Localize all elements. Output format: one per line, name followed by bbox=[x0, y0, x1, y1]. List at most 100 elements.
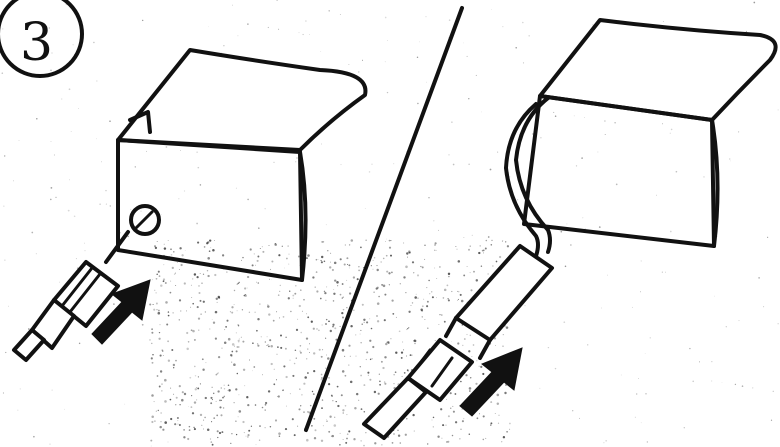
noise-dot bbox=[212, 249, 215, 252]
noise-dot bbox=[321, 356, 323, 358]
noise-dot bbox=[332, 269, 334, 271]
noise-dot bbox=[448, 415, 450, 417]
noise-dot bbox=[242, 421, 244, 423]
noise-dot bbox=[358, 266, 359, 267]
noise-dot bbox=[490, 169, 492, 171]
noise-dot bbox=[342, 297, 343, 298]
noise-dot bbox=[384, 356, 386, 358]
noise-dot bbox=[328, 320, 330, 322]
noise-dot bbox=[346, 280, 347, 281]
noise-dot bbox=[224, 385, 225, 386]
noise-dot bbox=[491, 244, 493, 246]
noise-dot bbox=[142, 20, 143, 21]
noise-dot bbox=[502, 240, 503, 241]
noise-dot bbox=[333, 289, 334, 290]
noise-dot bbox=[358, 400, 359, 401]
noise-dot bbox=[316, 271, 318, 273]
noise-dot bbox=[168, 315, 170, 317]
noise-dot bbox=[699, 361, 700, 362]
noise-dot bbox=[215, 338, 217, 340]
noise-dot bbox=[280, 347, 282, 349]
noise-dot bbox=[348, 364, 349, 365]
noise-dot bbox=[283, 316, 285, 318]
noise-dot bbox=[479, 413, 480, 414]
noise-dot bbox=[177, 417, 179, 419]
step-number-badge: 3 bbox=[0, 0, 82, 76]
noise-dot bbox=[246, 436, 247, 437]
noise-dot bbox=[256, 282, 257, 283]
noise-dot bbox=[347, 433, 349, 435]
noise-dot bbox=[665, 272, 666, 273]
noise-dot bbox=[313, 328, 315, 330]
noise-dot bbox=[638, 378, 639, 379]
noise-dot bbox=[490, 422, 492, 424]
noise-dot bbox=[200, 300, 202, 302]
noise-dot bbox=[446, 399, 447, 400]
noise-dot bbox=[205, 362, 206, 363]
noise-dot bbox=[151, 343, 152, 344]
noise-dot bbox=[345, 375, 347, 377]
noise-dot bbox=[243, 369, 245, 371]
noise-dot bbox=[2, 28, 3, 29]
noise-dot bbox=[428, 197, 429, 198]
noise-dot bbox=[362, 304, 364, 306]
noise-dot bbox=[216, 298, 218, 300]
noise-dot bbox=[212, 444, 214, 446]
noise-dot bbox=[324, 292, 326, 294]
noise-dot bbox=[181, 254, 183, 256]
noise-dot bbox=[211, 441, 213, 443]
noise-dot bbox=[19, 140, 20, 141]
noise-dot bbox=[767, 237, 768, 238]
noise-dot bbox=[234, 304, 235, 305]
noise-dot bbox=[213, 322, 215, 324]
noise-dot bbox=[448, 299, 450, 301]
noise-dot bbox=[662, 272, 663, 273]
noise-dot bbox=[279, 317, 280, 318]
noise-dot bbox=[376, 269, 378, 271]
noise-dot bbox=[378, 296, 380, 298]
noise-dot bbox=[371, 265, 372, 266]
noise-dot bbox=[221, 387, 222, 388]
noise-dot bbox=[457, 342, 459, 344]
noise-dot bbox=[345, 442, 347, 444]
noise-dot bbox=[203, 274, 204, 275]
noise-dot bbox=[327, 250, 328, 251]
noise-dot bbox=[468, 98, 469, 99]
noise-dot bbox=[711, 361, 712, 362]
noise-dot bbox=[369, 318, 370, 319]
noise-dot bbox=[179, 385, 181, 387]
noise-dot bbox=[388, 272, 390, 274]
noise-dot bbox=[607, 275, 608, 276]
noise-dot bbox=[328, 383, 330, 385]
noise-dot bbox=[156, 278, 158, 280]
noise-dot bbox=[216, 415, 218, 417]
noise-dot bbox=[333, 300, 335, 302]
noise-dot bbox=[247, 436, 249, 438]
noise-dot bbox=[555, 115, 557, 117]
noise-dot bbox=[214, 240, 215, 241]
noise-dot bbox=[194, 401, 196, 403]
noise-dot bbox=[156, 303, 158, 305]
noise-dot bbox=[438, 230, 439, 231]
noise-dot bbox=[283, 365, 285, 367]
noise-dot bbox=[323, 425, 324, 426]
noise-dot bbox=[502, 345, 503, 346]
noise-dot bbox=[237, 373, 239, 375]
noise-dot bbox=[207, 428, 210, 431]
noise-dot bbox=[614, 122, 615, 123]
noise-dot bbox=[453, 411, 455, 413]
noise-dot bbox=[179, 319, 180, 320]
noise-dot bbox=[498, 423, 499, 424]
noise-dot bbox=[149, 339, 151, 341]
noise-dot bbox=[459, 438, 460, 439]
noise-dot bbox=[349, 287, 350, 288]
noise-dot bbox=[36, 253, 37, 254]
noise-dot bbox=[223, 407, 224, 408]
noise-dot bbox=[278, 254, 280, 256]
noise-dot bbox=[247, 404, 249, 406]
noise-dot bbox=[262, 251, 264, 253]
noise-dot bbox=[192, 330, 195, 333]
noise-dot bbox=[460, 294, 462, 296]
noise-dot bbox=[222, 397, 224, 399]
noise-dot bbox=[389, 284, 390, 285]
